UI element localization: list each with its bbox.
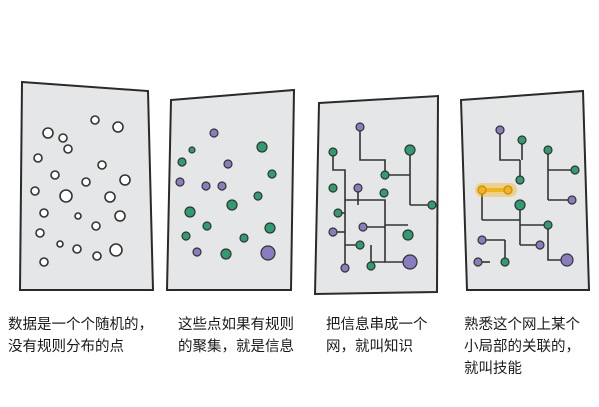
data-dot [114, 210, 126, 222]
info-dot [202, 221, 212, 231]
data-dot [72, 244, 82, 254]
skill-node [535, 240, 545, 250]
data-dot [39, 257, 49, 267]
info-dot [177, 157, 187, 167]
knowledge-node [402, 229, 414, 241]
knowledge-node [328, 147, 338, 157]
skill-node [500, 257, 510, 267]
knowledge-node [358, 222, 368, 232]
panel-information-sheet [165, 88, 296, 291]
info-dot [201, 181, 211, 191]
data-dot [119, 174, 131, 186]
data-dot [92, 251, 102, 261]
info-dot [267, 169, 277, 179]
info-dot [188, 146, 196, 154]
knowledge-node [328, 227, 338, 237]
knowledge-node [355, 122, 365, 132]
data-dot [56, 240, 64, 248]
info-dot [260, 245, 276, 261]
panel-knowledge [313, 94, 440, 296]
info-dot [184, 206, 196, 218]
data-dot [42, 127, 54, 139]
data-dot [74, 212, 82, 220]
caption-information: 这些点如果有规则 的聚集，就是信息 [178, 314, 294, 358]
data-dot [91, 221, 101, 231]
knowledge-node [340, 263, 350, 273]
knowledge-node [353, 183, 363, 193]
knowledge-node [380, 170, 390, 180]
data-dot [50, 170, 60, 180]
data-dot [90, 115, 100, 125]
caption-line: 没有规则分布的点 [8, 339, 124, 355]
info-dot [264, 222, 276, 234]
data-dot [97, 160, 107, 170]
knowledge-links [332, 127, 432, 268]
info-dot [192, 247, 202, 257]
skill-node [543, 220, 553, 230]
caption-skill: 熟悉这个网上某个 小局部的关联的， 就叫技能 [464, 314, 580, 380]
info-dot [209, 128, 219, 138]
caption-line: 把信息串成一个 [326, 317, 428, 333]
highlight-node [503, 185, 513, 195]
caption-line: 小局部的关联的， [464, 339, 580, 355]
knowledge-node [366, 261, 376, 271]
knowledge-node [355, 240, 365, 250]
panel-data [18, 80, 155, 291]
panel-knowledge-sheet [313, 94, 440, 296]
skill-node [514, 199, 526, 211]
caption-line: 数据是一个个随机的， [8, 317, 153, 333]
knowledge-node [404, 144, 416, 156]
data-dot [112, 121, 124, 133]
data-dot [104, 191, 116, 203]
skill-node [515, 175, 525, 185]
info-dot [253, 191, 263, 201]
caption-line: 网，就叫知识 [326, 339, 413, 355]
info-dot [217, 181, 227, 191]
skill-node [543, 145, 553, 155]
caption-line: 就叫技能 [464, 361, 522, 377]
info-dot [175, 177, 185, 187]
skill-node [517, 135, 527, 145]
knowledge-node [427, 200, 437, 210]
data-dot [63, 144, 73, 154]
data-dot [35, 228, 45, 238]
skill-node [560, 253, 574, 267]
panel-information [165, 88, 296, 291]
skill-node [473, 257, 483, 267]
highlight-node [477, 185, 487, 195]
data-dot [39, 208, 49, 218]
knowledge-node [328, 183, 338, 193]
info-dot [223, 159, 233, 169]
info-dot [220, 248, 232, 260]
info-dot [226, 199, 238, 211]
caption-line: 的聚集，就是信息 [178, 339, 294, 355]
data-dot [33, 153, 43, 163]
knowledge-node [402, 254, 418, 270]
caption-line: 这些点如果有规则 [178, 317, 294, 333]
data-dot [59, 189, 73, 203]
skill-node [567, 195, 577, 205]
knowledge-node [379, 188, 389, 198]
info-dot [181, 231, 191, 241]
data-dot [30, 186, 40, 196]
knowledge-node [333, 208, 343, 218]
info-dot [256, 141, 268, 153]
caption-data: 数据是一个个随机的， 没有规则分布的点 [8, 314, 153, 358]
skill-node [477, 235, 487, 245]
panel-skill [459, 89, 591, 291]
skill-highlight [475, 183, 517, 197]
caption-line: 熟悉这个网上某个 [464, 317, 580, 333]
caption-knowledge: 把信息串成一个 网，就叫知识 [326, 314, 428, 358]
data-dot [58, 133, 68, 143]
data-dot [109, 243, 123, 257]
data-dot [81, 177, 91, 187]
info-dot [239, 233, 249, 243]
skill-node [495, 125, 505, 135]
skill-node [570, 165, 580, 175]
